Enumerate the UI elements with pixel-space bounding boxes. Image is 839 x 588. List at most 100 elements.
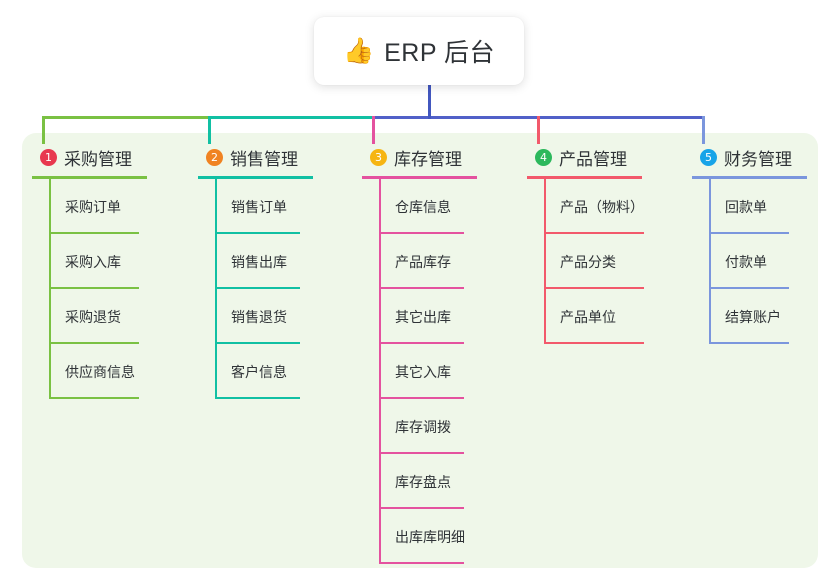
- column-badge-4: 4: [535, 148, 552, 166]
- menu-item-underline: [215, 287, 300, 289]
- menu-item-label: 库存调拨: [395, 419, 451, 435]
- menu-item[interactable]: 产品单位: [527, 289, 702, 344]
- column-title-3: 库存管理: [394, 149, 462, 169]
- column-items-3: 仓库信息产品库存其它出库其它入库库存调拨库存盘点出库库明细: [362, 179, 527, 564]
- menu-item[interactable]: 产品分类: [527, 234, 702, 289]
- menu-item[interactable]: 销售退货: [198, 289, 358, 344]
- menu-item[interactable]: 回款单: [692, 179, 839, 234]
- menu-item[interactable]: 结算账户: [692, 289, 839, 344]
- column-header-underline-5: [692, 176, 807, 179]
- menu-item-label: 结算账户: [725, 309, 781, 325]
- column-badge-3: 3: [370, 148, 387, 166]
- menu-item-label: 产品库存: [395, 254, 451, 270]
- menu-item-underline: [49, 287, 139, 289]
- column-header-4[interactable]: 4 产品管理: [527, 144, 702, 170]
- menu-item-underline: [709, 232, 789, 234]
- menu-item-label: 仓库信息: [395, 199, 451, 215]
- menu-item[interactable]: 仓库信息: [362, 179, 527, 234]
- menu-item-label: 库存盘点: [395, 474, 451, 490]
- column-title-1: 采购管理: [64, 149, 132, 169]
- menu-item-label: 产品（物料）: [560, 199, 644, 215]
- menu-item[interactable]: 供应商信息: [32, 344, 192, 399]
- menu-item-label: 其它出库: [395, 309, 451, 325]
- column-badge-5: 5: [700, 148, 717, 166]
- column-badge-2: 2: [206, 148, 223, 166]
- column-drop-5: [702, 116, 705, 144]
- menu-item-underline: [379, 287, 464, 289]
- menu-item-underline: [49, 397, 139, 399]
- column-drop-1: [42, 116, 45, 144]
- column-header-2[interactable]: 2 销售管理: [198, 144, 358, 170]
- menu-item-label: 出库库明细: [395, 529, 465, 545]
- bus-segment-1: [42, 116, 210, 119]
- menu-item[interactable]: 库存盘点: [362, 454, 527, 509]
- menu-item-underline: [215, 232, 300, 234]
- column-trunk-1: [49, 179, 51, 399]
- root-node-card[interactable]: 👍 ERP 后台: [314, 17, 524, 85]
- menu-item-label: 回款单: [725, 199, 767, 215]
- menu-item-underline: [544, 342, 644, 344]
- menu-item-label: 采购退货: [65, 309, 121, 325]
- menu-item-underline: [709, 342, 789, 344]
- column-3: 3 库存管理仓库信息产品库存其它出库其它入库库存调拨库存盘点出库库明细: [362, 144, 527, 564]
- menu-item-underline: [215, 342, 300, 344]
- menu-item-label: 付款单: [725, 254, 767, 270]
- menu-item[interactable]: 其它出库: [362, 289, 527, 344]
- column-title-2: 销售管理: [230, 149, 298, 169]
- menu-item-underline: [379, 562, 464, 564]
- column-trunk-3: [379, 179, 381, 564]
- menu-item[interactable]: 库存调拨: [362, 399, 527, 454]
- root-stem: [428, 85, 431, 119]
- menu-item-label: 销售订单: [231, 199, 287, 215]
- column-title-4: 产品管理: [559, 149, 627, 169]
- column-badge-1: 1: [40, 148, 57, 166]
- column-1: 1 采购管理采购订单采购入库采购退货供应商信息: [32, 144, 192, 399]
- menu-item-label: 产品分类: [560, 254, 616, 270]
- menu-item-underline: [379, 452, 464, 454]
- diagram-panel: [22, 133, 818, 568]
- menu-item-underline: [49, 232, 139, 234]
- column-header-3[interactable]: 3 库存管理: [362, 144, 527, 170]
- menu-item-label: 产品单位: [560, 309, 616, 325]
- menu-item[interactable]: 其它入库: [362, 344, 527, 399]
- menu-item[interactable]: 客户信息: [198, 344, 358, 399]
- menu-item-label: 销售出库: [231, 254, 287, 270]
- menu-item-underline: [49, 342, 139, 344]
- column-drop-4: [537, 116, 540, 144]
- menu-item-underline: [379, 507, 464, 509]
- column-trunk-2: [215, 179, 217, 399]
- menu-item-underline: [379, 397, 464, 399]
- menu-item-underline: [709, 287, 789, 289]
- menu-item[interactable]: 销售出库: [198, 234, 358, 289]
- menu-item[interactable]: 销售订单: [198, 179, 358, 234]
- bus-segment-2: [208, 116, 374, 119]
- menu-item[interactable]: 付款单: [692, 234, 839, 289]
- menu-item-label: 采购订单: [65, 199, 121, 215]
- menu-item-underline: [544, 232, 644, 234]
- column-header-underline-3: [362, 176, 477, 179]
- menu-item-label: 客户信息: [231, 364, 287, 380]
- column-items-2: 销售订单销售出库销售退货客户信息: [198, 179, 358, 399]
- column-items-5: 回款单付款单结算账户: [692, 179, 839, 344]
- menu-item[interactable]: 采购订单: [32, 179, 192, 234]
- column-trunk-5: [709, 179, 711, 344]
- column-header-1[interactable]: 1 采购管理: [32, 144, 192, 170]
- column-items-4: 产品（物料） 产品分类产品单位: [527, 179, 702, 344]
- column-drop-3: [372, 116, 375, 144]
- menu-item[interactable]: 采购退货: [32, 289, 192, 344]
- root-node-title: ERP 后台: [384, 39, 496, 67]
- menu-item-underline: [544, 287, 644, 289]
- column-header-underline-2: [198, 176, 313, 179]
- menu-item[interactable]: 产品库存: [362, 234, 527, 289]
- menu-item[interactable]: 产品（物料）: [527, 179, 702, 234]
- menu-item-underline: [215, 397, 300, 399]
- menu-item[interactable]: 出库库明细: [362, 509, 527, 564]
- menu-item-underline: [379, 232, 464, 234]
- menu-item-label: 采购入库: [65, 254, 121, 270]
- column-2: 2 销售管理销售订单销售出库销售退货客户信息: [198, 144, 358, 399]
- column-drop-2: [208, 116, 211, 144]
- menu-item[interactable]: 采购入库: [32, 234, 192, 289]
- menu-item-label: 销售退货: [231, 309, 287, 325]
